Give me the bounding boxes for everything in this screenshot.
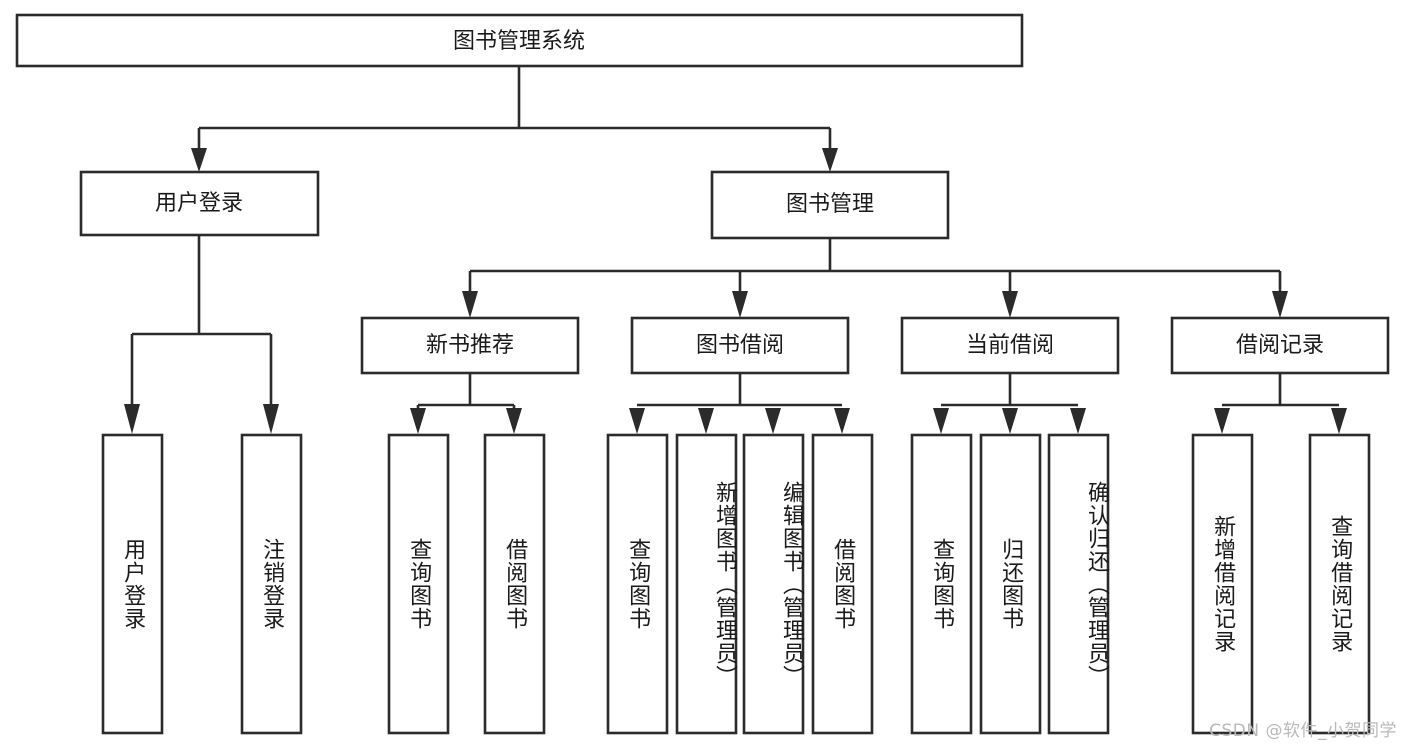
arrow-head-current (1002, 291, 1018, 318)
node-book-management[interactable]: 图书管理 (710, 170, 950, 240)
arrow-head-leaf-user-login (124, 404, 140, 434)
node-new-book-recommend[interactable]: 新书推荐 (360, 316, 580, 375)
arrow-head-br-leaf1 (1214, 408, 1230, 434)
arrow-head-bk-leaf2 (698, 408, 714, 434)
leaf-box-current-confirm[interactable] (1047, 433, 1110, 735)
arrow-head-cb-leaf2 (1002, 408, 1018, 434)
leaf-box-borrow-edit[interactable] (742, 433, 805, 735)
node-current-borrow[interactable]: 当前借阅 (900, 316, 1120, 375)
node-book-management-box[interactable] (710, 170, 950, 240)
leaf-box-current-return[interactable] (979, 433, 1042, 735)
leaf-box-borrow-query[interactable] (606, 433, 669, 735)
node-book-borrow-label: 图书借阅 (696, 333, 784, 358)
leaf-box-newbook-query[interactable] (387, 433, 450, 735)
node-root-label: 图书管理系统 (453, 29, 585, 54)
node-book-borrow[interactable]: 图书借阅 (630, 316, 850, 375)
connector-group (124, 66, 1347, 434)
node-book-management-label: 图书管理 (786, 192, 874, 217)
arrow-head-cb-leaf1 (933, 408, 949, 434)
leaf-box-record-query[interactable] (1308, 433, 1371, 735)
node-current-borrow-box[interactable] (900, 316, 1120, 375)
arrow-head-bk-leaf4 (834, 408, 850, 434)
leaf-box-record-add[interactable] (1191, 433, 1254, 735)
leaf-box-user-login-login[interactable] (101, 433, 164, 735)
arrow-head-nb-leaf2 (506, 408, 522, 434)
arrow-head-record (1272, 291, 1288, 318)
node-root[interactable]: 图书管理系统 (15, 13, 1024, 68)
arrow-head-br-leaf2 (1331, 408, 1347, 434)
node-borrow-record-box[interactable] (1170, 316, 1390, 375)
arrow-head-userlogin (191, 148, 207, 172)
arrow-head-bk-leaf3 (765, 408, 781, 434)
node-user-login[interactable]: 用户登录 (79, 170, 320, 237)
node-new-book-recommend-label: 新书推荐 (426, 333, 514, 358)
arrow-head-bookmgmt (822, 148, 838, 172)
arrow-head-cb-leaf3 (1070, 408, 1086, 434)
node-new-book-recommend-box[interactable] (360, 316, 580, 375)
arrow-head-leaf-logout (263, 404, 279, 434)
leaf-box-borrow-lend[interactable] (811, 433, 874, 735)
leaf-box-current-query[interactable] (910, 433, 973, 735)
node-current-borrow-label: 当前借阅 (966, 333, 1054, 358)
arrow-head-bk-leaf1 (629, 408, 645, 434)
leaf-box-user-login-logout[interactable] (240, 433, 303, 735)
arrow-head-borrow (732, 291, 748, 318)
arrow-head-nb-leaf1 (410, 408, 426, 434)
node-borrow-record-label: 借阅记录 (1236, 333, 1324, 358)
node-user-login-box[interactable] (79, 170, 320, 237)
arrow-head-newbook (462, 291, 478, 318)
leaf-box-borrow-add[interactable] (675, 433, 738, 735)
node-root-box[interactable] (15, 13, 1024, 68)
csdn-watermark: CSDN @软件_小贺同学 (1209, 721, 1397, 741)
node-book-borrow-box[interactable] (630, 316, 850, 375)
node-user-login-label: 用户登录 (155, 191, 243, 216)
leaf-box-newbook-borrow[interactable] (483, 433, 546, 735)
node-borrow-record[interactable]: 借阅记录 (1170, 316, 1390, 375)
